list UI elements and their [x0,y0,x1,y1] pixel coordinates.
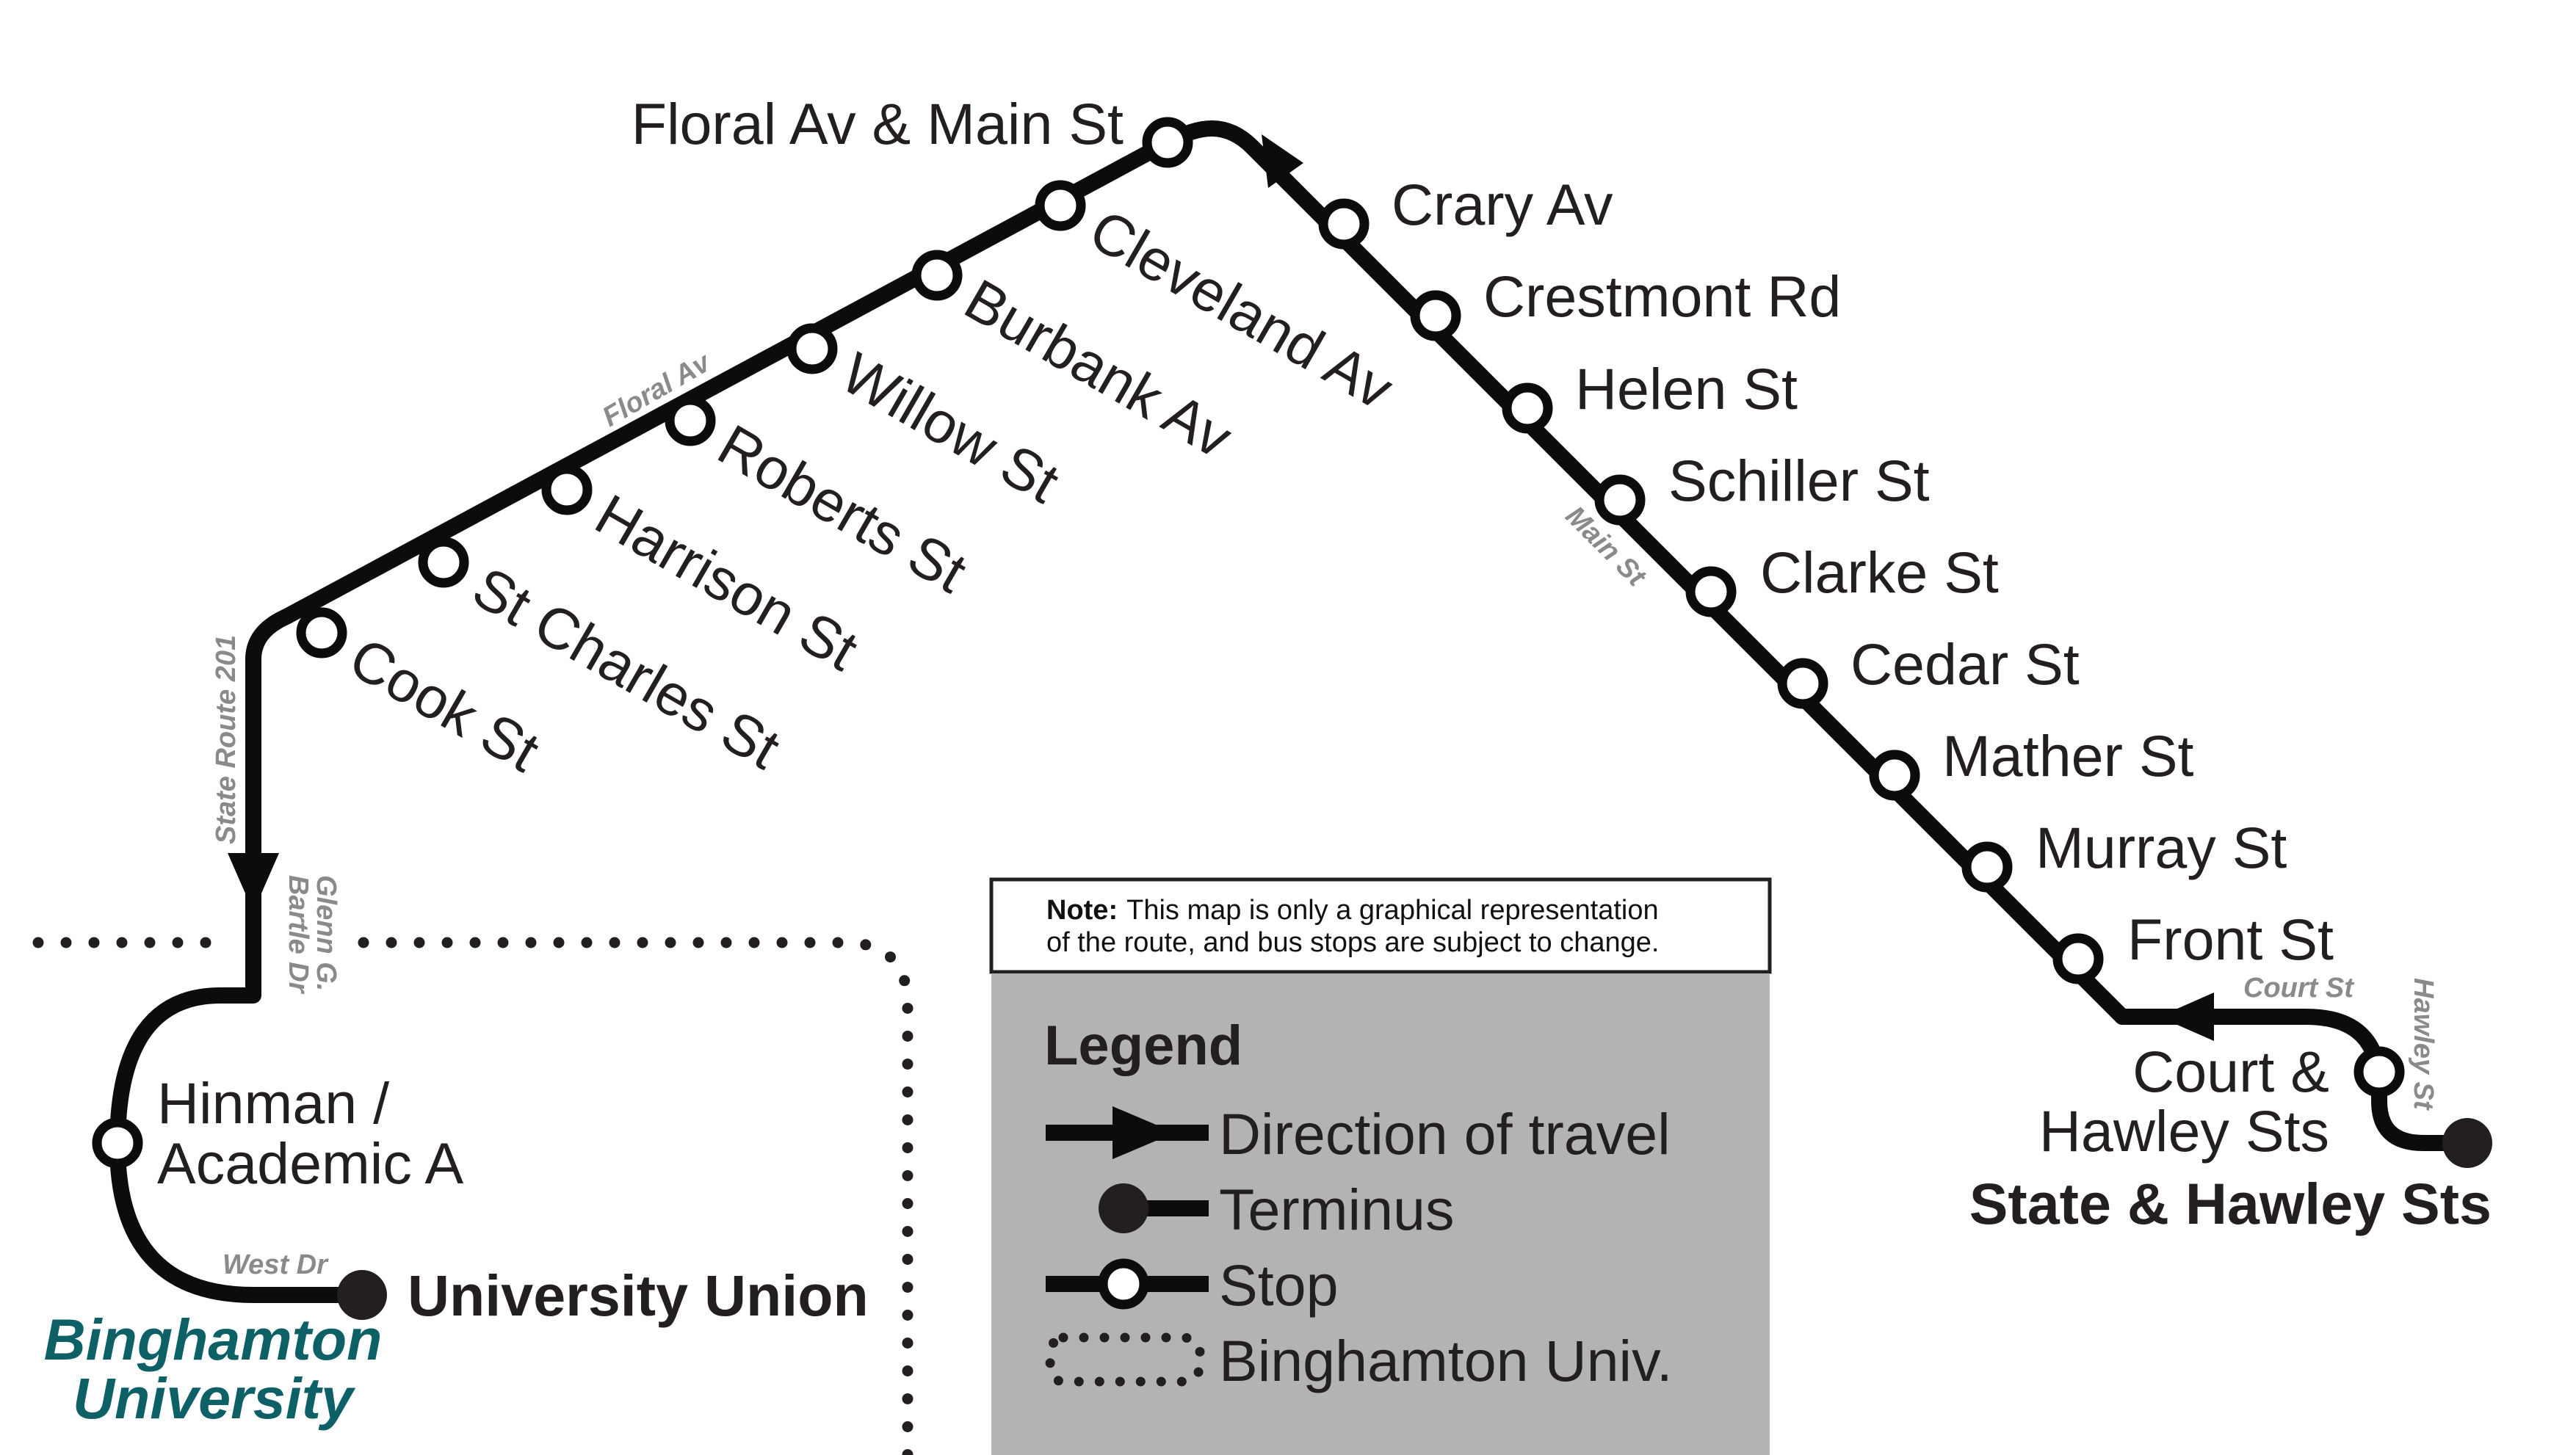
legend-terminus-symbol [1099,1183,1209,1233]
stop-floral-main[interactable] [1142,117,1193,168]
stop-label-hinman-line1: Hinman / [157,1070,389,1136]
stop-helen-st[interactable] [1502,382,1553,434]
legend: Legend Direction of travel Terminus Stop… [991,973,1770,1455]
terminus-university-union[interactable] [337,1270,387,1320]
stop-crestmont-rd[interactable] [1410,290,1461,341]
legend-terminus-icon [1099,1183,1148,1233]
stop-st-charles-st[interactable] [418,537,469,588]
legend-campus-icon [1045,1332,1206,1387]
stop-label-hinman-line2: Academic A [157,1131,463,1196]
street-label-state-route: State Route 201 [211,635,242,844]
stop-schiller-st[interactable] [1594,474,1646,526]
direction-arrows [228,134,2214,1041]
stop-label-clarke-st: Clarke St [1760,540,1999,605]
terminus-state-hawley[interactable] [2442,1118,2492,1168]
legend-title: Legend [1044,1015,1242,1077]
stop-label-schiller-st: Schiller St [1668,448,1930,513]
direction-arrow-main-st [1262,134,1303,188]
stop-front-st[interactable] [2052,933,2104,984]
street-label-hawley-st: Hawley St [2408,978,2439,1111]
stop-label-floral-main: Floral Av & Main St [632,91,1124,156]
note-box: Note: This map is only a graphical repres… [989,877,1772,974]
stop-willow-st[interactable] [786,323,838,374]
stop-label-crestmont-rd: Crestmont Rd [1483,264,1841,329]
legend-arrow-icon [1112,1106,1175,1159]
legend-stop-symbol [1046,1258,1209,1310]
terminus-label-state-hawley: State & Hawley Sts [1969,1171,2492,1236]
stop-label-cedar-st: Cedar St [1850,631,2080,697]
stop-label-court-hawley-line1: Court & [2132,1039,2329,1104]
stop-murray-st[interactable] [1961,841,2013,893]
note-label: Note: [1046,895,1118,926]
stop-label-front-st: Front St [2127,907,2334,972]
legend-stop-icon [1098,1258,1149,1310]
stop-burbank-av[interactable] [911,250,963,301]
street-label-court-st: Court St [2243,973,2354,1004]
legend-label-direction: Direction of travel [1219,1101,1671,1166]
street-label-west-dr: West Dr [222,1249,329,1280]
stop-harrison-st[interactable] [541,464,593,515]
stop-label-helen-st: Helen St [1575,356,1798,421]
note-line-1: Note: This map is only a graphical repres… [1046,895,1659,926]
stop-label-cook-st: Cook St [339,625,551,785]
street-label-glenn-line1: Glenn G. [311,875,341,991]
route-path-west [109,120,2130,1303]
stop-cleveland-av[interactable] [1035,180,1086,231]
stops [92,117,2405,1169]
campus-label-line2: University [73,1365,356,1431]
street-label-glenn-line2: Bartle Dr [283,875,314,995]
stop-court-hawley[interactable] [2354,1046,2405,1097]
legend-direction-symbol [1046,1106,1209,1159]
stop-hinman-academic-a[interactable] [92,1117,143,1169]
stop-clarke-st[interactable] [1685,566,1737,617]
stop-label-crary-av: Crary Av [1392,172,1613,237]
stop-cedar-st[interactable] [1777,658,1828,709]
stop-mather-st[interactable] [1869,750,1920,801]
stop-roberts-st[interactable] [665,395,716,446]
legend-label-stop: Stop [1219,1252,1339,1318]
direction-arrow-state-route [228,853,279,912]
legend-label-campus: Binghamton Univ. [1219,1328,1673,1393]
stop-label-murray-st: Murray St [2036,815,2287,880]
direction-arrow-court-st [2159,993,2214,1041]
stop-crary-av[interactable] [1318,198,1370,250]
stop-label-court-hawley-line2: Hawley Sts [2039,1098,2329,1164]
note-text-1: This map is only a graphical representat… [1126,895,1659,926]
stop-label-mather-st: Mather St [1942,723,2194,788]
note-line-2: of the route, and bus stops are subject … [1046,927,1659,958]
stop-cook-st[interactable] [296,607,347,658]
legend-label-terminus: Terminus [1219,1177,1454,1242]
terminus-label-university-union: University Union [408,1263,869,1328]
termini [337,1118,2492,1320]
campus-label-line1: Binghamton [44,1307,383,1372]
campus-boundary [32,937,913,1455]
